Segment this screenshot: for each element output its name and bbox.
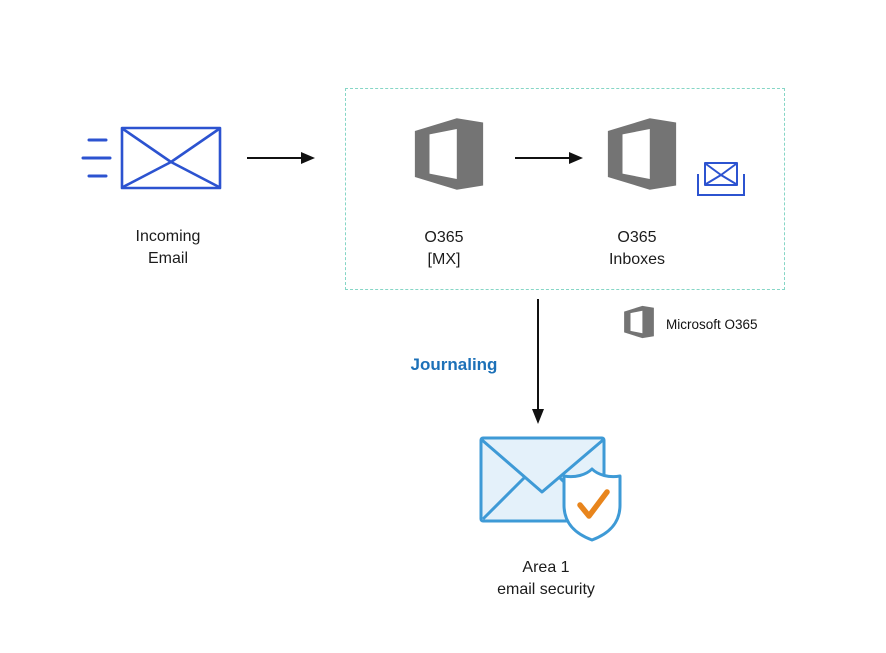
incoming-email-label-line1: Incoming: [135, 228, 201, 245]
area1-label: Area 1 email security: [466, 557, 626, 601]
incoming-email-label: Incoming Email: [108, 226, 228, 270]
arrow-right-icon: [515, 152, 583, 164]
speed-lines-icon: [81, 138, 112, 178]
area1-email-security-icon: [479, 436, 622, 542]
area1-label-line1: Area 1: [522, 559, 570, 576]
journaling-label: Journaling: [410, 355, 498, 374]
journaling-arrow-icon: [532, 299, 544, 424]
o365-inboxes-label-line1: O365: [617, 229, 657, 246]
shield-check-icon: [562, 467, 622, 542]
office-logo-icon-mx: [414, 118, 484, 190]
o365-mx-label: O365 [MX]: [384, 227, 504, 271]
inbox-tray-icon: [697, 162, 745, 196]
microsoft-o365-legend-label: Microsoft O365: [666, 317, 758, 332]
incoming-email-icon: [81, 126, 222, 190]
arrow-right-icon: [247, 152, 315, 164]
office-logo-icon-legend: [624, 305, 654, 339]
o365-inboxes-label-line2: Inboxes: [608, 251, 666, 268]
office-logo-icon-inboxes: [607, 118, 677, 190]
incoming-email-label-line2: Email: [147, 250, 188, 267]
o365-boundary-box: [345, 88, 785, 290]
o365-mx-label-line1: O365: [424, 229, 464, 246]
o365-inboxes-label: O365 Inboxes: [577, 227, 697, 271]
o365-mx-label-line2: [MX]: [427, 251, 461, 268]
envelope-icon: [120, 126, 222, 190]
checkmark-icon: [577, 489, 610, 519]
area1-label-line2: email security: [497, 581, 595, 598]
